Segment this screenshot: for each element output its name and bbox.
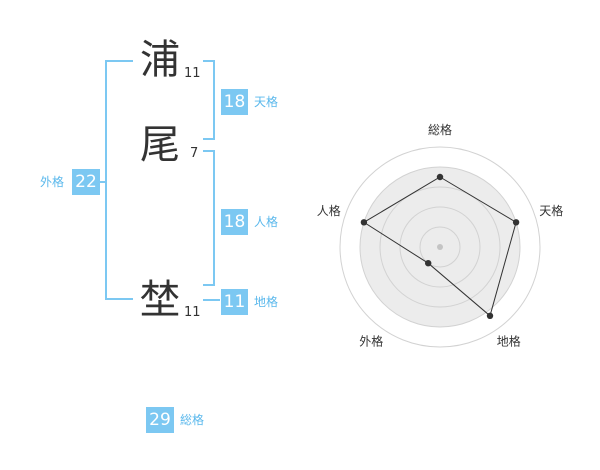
radar-point-1	[436, 173, 444, 181]
radar-center-dot	[437, 244, 443, 250]
tenkaku-label: 天格	[254, 95, 279, 109]
chikaku-connector	[203, 299, 220, 301]
name-char-1: 浦	[140, 37, 180, 83]
radar-point-4	[425, 260, 432, 267]
radar-axis-label-3: 地格	[497, 334, 521, 349]
radar-axis-label-5: 人格	[317, 203, 341, 218]
name-char-2: 尾	[140, 122, 180, 168]
soukaku-label: 総格	[180, 413, 205, 427]
radar-ring-3	[379, 186, 501, 308]
name-char-3: 埜	[140, 277, 180, 323]
stroke-count-1: 11	[184, 66, 201, 81]
gaikaku-connector	[98, 181, 105, 183]
radar-point-2	[512, 219, 520, 226]
radar-data-polygon	[362, 176, 517, 317]
chikaku-value-badge: 11	[221, 289, 248, 315]
gaikaku-bracket	[105, 60, 133, 300]
jinkaku-bracket	[203, 150, 215, 286]
radar-ring-4	[359, 166, 521, 328]
tenkaku-bracket	[203, 60, 215, 140]
radar-ring-2	[399, 206, 481, 288]
gaikaku-label: 外格	[40, 175, 65, 189]
radar-point-3	[486, 312, 494, 319]
radar-ring-1	[419, 226, 461, 268]
gaikaku-value-badge: 22	[72, 169, 100, 195]
radar-axis-label-4: 外格	[359, 334, 383, 349]
jinkaku-value-badge: 18	[221, 209, 248, 235]
radar-ring-5	[339, 146, 541, 348]
tenkaku-value-badge: 18	[221, 89, 248, 115]
radar-point-5	[360, 219, 368, 226]
chikaku-label: 地格	[254, 295, 279, 309]
soukaku-value-badge: 29	[146, 407, 174, 433]
stroke-count-2: 7	[190, 146, 199, 161]
jinkaku-label: 人格	[254, 215, 279, 229]
radar-axis-label-2: 天格	[539, 203, 563, 218]
radar-axis-label-1: 総格	[428, 122, 452, 137]
stroke-count-3: 11	[184, 305, 201, 320]
